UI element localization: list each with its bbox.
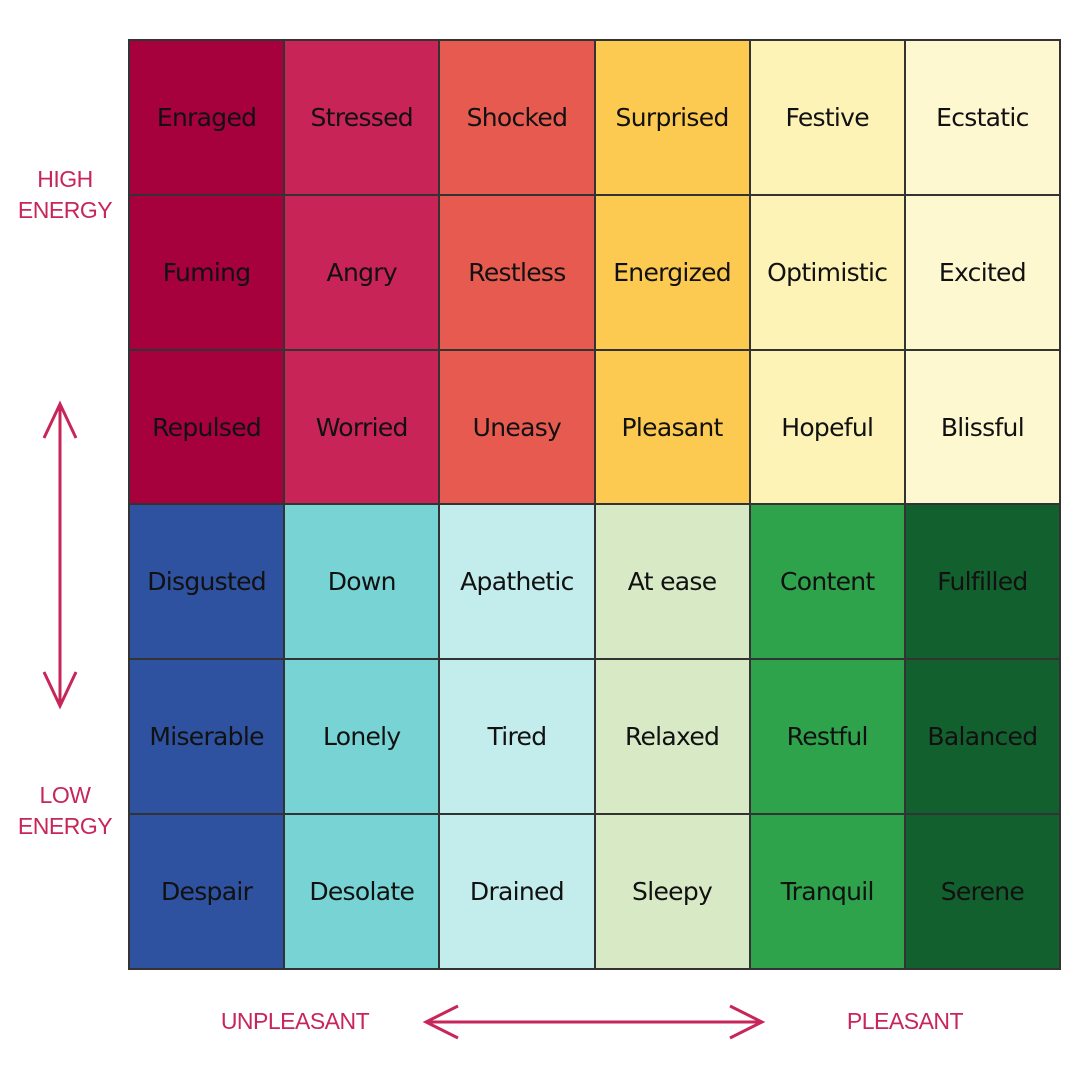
emotion-cell-despair: Despair xyxy=(129,814,285,969)
emotion-cell-worried: Worried xyxy=(284,349,440,505)
emotion-cell-pleasant: Pleasant xyxy=(594,349,750,505)
emotion-cell-surprised: Surprised xyxy=(594,40,750,195)
emotion-cell-down: Down xyxy=(284,504,440,660)
emotion-cell-fuming: Fuming xyxy=(129,194,285,350)
emotion-cell-apathetic: Apathetic xyxy=(439,504,595,660)
emotion-cell-drained: Drained xyxy=(439,814,595,969)
low-energy-line-1: LOW xyxy=(39,782,91,808)
emotion-cell-tired: Tired xyxy=(439,659,595,815)
emotion-cell-tranquil: Tranquil xyxy=(749,814,905,969)
pleasant-label: PLEASANT xyxy=(846,1008,964,1034)
high-energy-line-2: ENERGY xyxy=(17,197,113,223)
emotion-cell-lonely: Lonely xyxy=(284,659,440,815)
emotion-cell-enraged: Enraged xyxy=(129,40,285,195)
vertical-double-arrow-icon xyxy=(42,400,78,710)
emotion-cell-serene: Serene xyxy=(904,814,1060,969)
emotion-cell-hopeful: Hopeful xyxy=(749,349,905,505)
low-energy-line-2: ENERGY xyxy=(17,813,113,839)
high-energy-label: HIGH ENERGY xyxy=(10,164,120,226)
emotion-cell-disgusted: Disgusted xyxy=(129,504,285,660)
emotion-cell-content: Content xyxy=(749,504,905,660)
emotion-cell-restful: Restful xyxy=(749,659,905,815)
emotion-cell-festive: Festive xyxy=(749,40,905,195)
emotion-cell-stressed: Stressed xyxy=(284,40,440,195)
emotion-cell-energized: Energized xyxy=(594,194,750,350)
high-energy-line-1: HIGH xyxy=(37,166,93,192)
emotion-cell-ecstatic: Ecstatic xyxy=(904,40,1060,195)
emotion-cell-sleepy: Sleepy xyxy=(594,814,750,969)
emotion-cell-repulsed: Repulsed xyxy=(129,349,285,505)
emotion-cell-uneasy: Uneasy xyxy=(439,349,595,505)
emotion-cell-optimistic: Optimistic xyxy=(749,194,905,350)
emotion-cell-blissful: Blissful xyxy=(904,349,1060,505)
emotion-cell-angry: Angry xyxy=(284,194,440,350)
emotion-cell-restless: Restless xyxy=(439,194,595,350)
emotion-cell-miserable: Miserable xyxy=(129,659,285,815)
emotion-cell-balanced: Balanced xyxy=(904,659,1060,815)
emotion-cell-desolate: Desolate xyxy=(284,814,440,969)
emotion-cell-shocked: Shocked xyxy=(439,40,595,195)
horizontal-double-arrow-icon xyxy=(422,1004,766,1040)
emotion-cell-relaxed: Relaxed xyxy=(594,659,750,815)
emotion-cell-fulfilled: Fulfilled xyxy=(904,504,1060,660)
unpleasant-label: UNPLEASANT xyxy=(220,1008,370,1034)
low-energy-label: LOW ENERGY xyxy=(10,780,120,842)
emotion-cell-excited: Excited xyxy=(904,194,1060,350)
emotion-cell-at-ease: At ease xyxy=(594,504,750,660)
